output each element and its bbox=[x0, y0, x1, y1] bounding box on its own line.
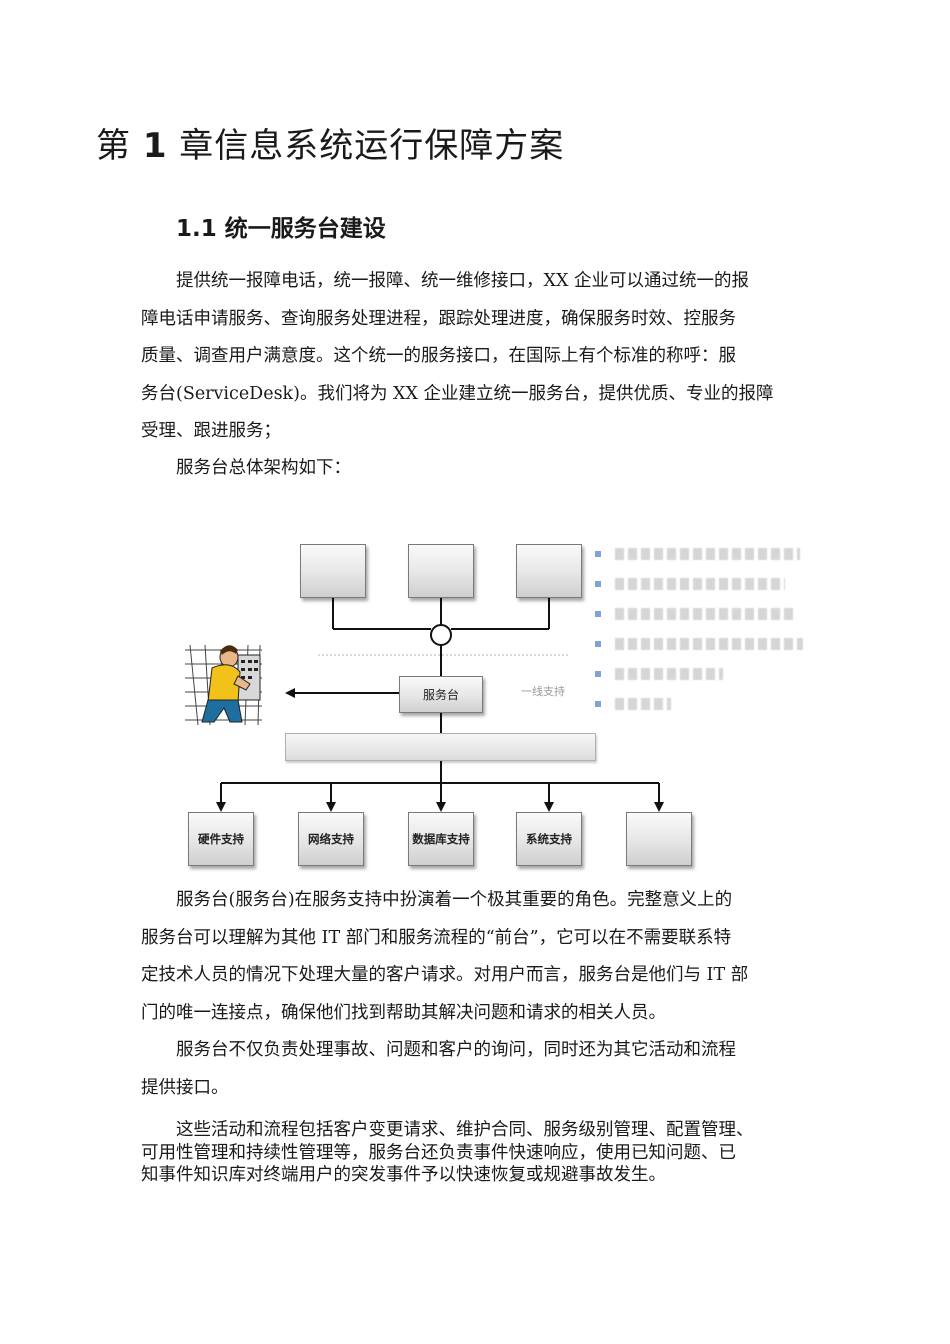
first-line-support-label: 一线支持 bbox=[521, 685, 565, 698]
text-line: 服务台(服务台)在服务支持中扮演着一个极其重要的角色。完整意义上的 bbox=[141, 890, 733, 910]
faded-bullet-item bbox=[595, 576, 785, 590]
top-node-box bbox=[516, 544, 582, 598]
text-line: 受理、跟进服务； bbox=[141, 421, 281, 441]
section-title: 1.1 统一服务台建设 bbox=[176, 216, 386, 242]
text-line: 障电话申请服务、查询服务处理进程，跟踪处理进度，确保服务时效、控服务 bbox=[141, 308, 736, 329]
service-desk-box: 服务台 bbox=[399, 676, 483, 713]
text-line: 服务台总体架构如下： bbox=[141, 458, 351, 478]
text-line: 服务台可以理解为其他 IT 部门和服务流程的“前台”，它可以在不需要联系特 bbox=[141, 927, 732, 948]
paragraph-service-desk-role: 服务台(服务台)在服务支持中扮演着一个极其重要的角色。完整意义上的 服务台可以理… bbox=[141, 882, 813, 1032]
text-line: 提供统一报障电话，统一报障、统一维修接口，XX 企业可以通过统一的报 bbox=[141, 271, 749, 291]
chapter-title: 第 1 章信息系统运行保障方案 bbox=[96, 118, 564, 167]
text-line: 知事件知识库对终端用户的突发事件予以快速恢复或规避事故发生。 bbox=[141, 1165, 666, 1185]
text-line: 质量、调查用户满意度。这个统一的服务接口，在国际上有个标准的称呼：服 bbox=[141, 346, 736, 366]
support-box-system: 系统支持 bbox=[516, 812, 582, 866]
chapter-title-text: 章信息系统运行保障方案 bbox=[167, 126, 565, 166]
paragraph-intro: 提供统一报障电话，统一报障、统一维修接口，XX 企业可以通过统一的报 障电话申请… bbox=[141, 263, 813, 451]
text-line: 务台(ServiceDesk)。我们将为 XX 企业建立统一服务台，提供优质、专… bbox=[141, 383, 774, 404]
text-line: 定技术人员的情况下处理大量的客户请求。对用户而言，服务台是他们与 IT 部 bbox=[141, 965, 749, 985]
top-node-box bbox=[408, 544, 474, 598]
faded-bullet-item bbox=[595, 636, 803, 650]
support-box-database: 数据库支持 bbox=[408, 812, 474, 866]
top-node-box bbox=[300, 544, 366, 598]
support-box-network: 网络支持 bbox=[298, 812, 364, 866]
text-line: 可用性管理和持续性管理等，服务台还负责事件快速响应，使用已知问题、已 bbox=[141, 1142, 736, 1163]
text-line: 门的唯一连接点，确保他们找到帮助其解决问题和请求的相关人员。 bbox=[141, 1002, 666, 1023]
support-box-hardware: 硬件支持 bbox=[188, 812, 254, 866]
support-box-other bbox=[626, 812, 692, 866]
faded-bullet-item bbox=[595, 666, 723, 680]
technician-illustration bbox=[183, 643, 265, 726]
paragraph-service-desk-scope: 服务台不仅负责处理事故、问题和客户的询问，同时还为其它活动和流程 提供接口。 bbox=[141, 1032, 813, 1107]
paragraph-architecture-lead: 服务台总体架构如下： bbox=[141, 450, 813, 488]
text-line: 服务台不仅负责处理事故、问题和客户的询问，同时还为其它活动和流程 bbox=[141, 1040, 736, 1060]
faded-bullet-item bbox=[595, 696, 671, 710]
text-line: 提供接口。 bbox=[141, 1077, 229, 1098]
junction-circle bbox=[430, 624, 452, 646]
faded-bullet-item bbox=[595, 606, 795, 620]
text-line: 这些活动和流程包括客户变更请求、维护合同、服务级别管理、配置管理、 bbox=[141, 1120, 754, 1140]
chapter-number: 1 bbox=[142, 126, 168, 166]
process-bar bbox=[285, 733, 596, 761]
paragraph-activities: 这些活动和流程包括客户变更请求、维护合同、服务级别管理、配置管理、 可用性管理和… bbox=[141, 1119, 813, 1187]
faded-bullet-item bbox=[595, 546, 800, 560]
chapter-prefix: 第 bbox=[96, 126, 143, 166]
